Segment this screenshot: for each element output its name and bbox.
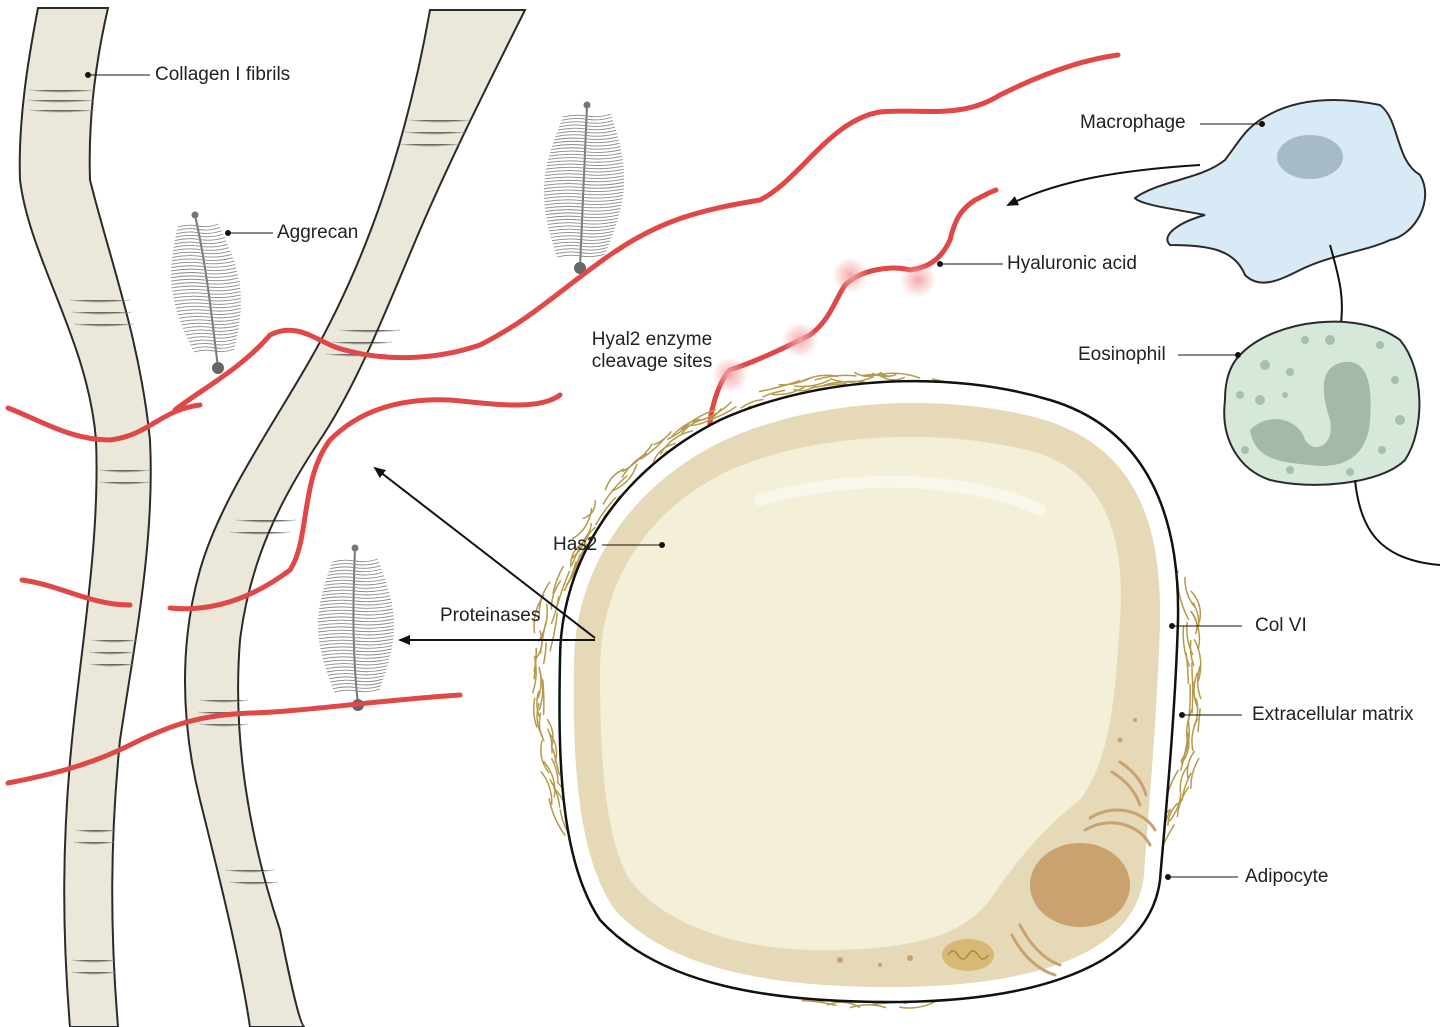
label-extracellular-matrix: Extracellular matrix bbox=[1252, 704, 1414, 725]
adipocyte-cell bbox=[531, 371, 1202, 1009]
arrows bbox=[373, 164, 1201, 645]
label-macrophage: Macrophage bbox=[1080, 112, 1186, 133]
label-hyal2-line2: cleavage sites bbox=[591, 351, 713, 372]
aggrecan-2 bbox=[543, 101, 625, 274]
ha-strand-3 bbox=[167, 392, 563, 612]
ha-strand-long bbox=[172, 52, 1121, 413]
arrow-proteinases-to-fibril bbox=[373, 466, 596, 639]
eosinophil-cell bbox=[1223, 320, 1421, 486]
label-collagen-fibrils: Collagen I fibrils bbox=[155, 64, 291, 85]
label-aggrecan: Aggrecan bbox=[277, 222, 359, 243]
aggrecan-1 bbox=[170, 211, 242, 374]
label-col-vi: Col VI bbox=[1255, 615, 1307, 636]
ha-strand-5 bbox=[5, 692, 463, 786]
leader-lines bbox=[85, 72, 1265, 880]
ha-strand-4 bbox=[19, 577, 133, 608]
collagen-fibril-right bbox=[184, 9, 527, 1027]
macrophage-nucleus bbox=[1277, 135, 1343, 179]
eosinophil-connector bbox=[1354, 479, 1440, 566]
macrophage-cell bbox=[1133, 99, 1427, 284]
label-hyaluronic-acid: Hyaluronic acid bbox=[1007, 253, 1137, 274]
adipocyte-lipid-droplet bbox=[600, 436, 1121, 950]
label-eosinophil: Eosinophil bbox=[1078, 344, 1166, 365]
hyal2-cleavage-sites bbox=[712, 257, 936, 393]
collagen-fibril-left bbox=[18, 7, 152, 1027]
label-has2: Has2 bbox=[553, 534, 598, 555]
aggrecan-3 bbox=[317, 544, 395, 711]
eosinophil-nucleus bbox=[1250, 361, 1371, 466]
arrow-macrophage-to-ha bbox=[1006, 164, 1201, 206]
adipocyte-nucleus bbox=[1030, 843, 1130, 927]
ha-strand-2 bbox=[5, 402, 203, 443]
label-hyal2-cleavage-sites: Hyal2 enzyme cleavage sites bbox=[567, 329, 737, 373]
golgi-apparatus bbox=[1010, 760, 1157, 977]
label-hyal2-line1: Hyal2 enzyme bbox=[591, 329, 713, 350]
mitochondrion bbox=[942, 939, 994, 971]
label-proteinases: Proteinases bbox=[440, 605, 541, 626]
label-adipocyte: Adipocyte bbox=[1245, 866, 1329, 887]
